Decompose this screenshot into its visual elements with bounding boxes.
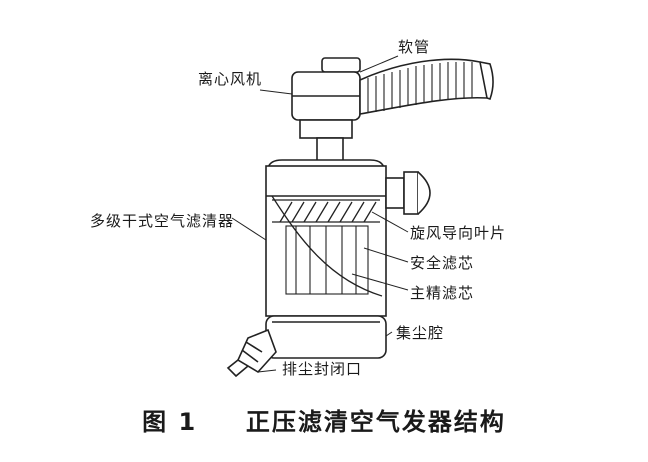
label-hose: 软管 <box>398 38 431 56</box>
blower-cap <box>321 57 361 73</box>
label-blower: 离心风机 <box>198 70 263 88</box>
label-vanes: 旋风导向叶片 <box>410 224 507 242</box>
label-dust-outlet: 排尘封闭口 <box>282 360 363 378</box>
label-safety-core: 安全滤芯 <box>410 254 475 272</box>
figure-number: 图 1 <box>142 408 198 436</box>
label-filter: 多级干式空气滤清器 <box>90 212 235 230</box>
figure-caption: 图 1 正压滤清空气发器结构 <box>0 402 648 437</box>
blower-base <box>299 119 353 139</box>
filter-cores <box>285 225 369 295</box>
label-main-core: 主精滤芯 <box>410 284 475 302</box>
leader-lines <box>231 55 409 373</box>
label-dust-chamber: 集尘腔 <box>396 324 445 342</box>
figure-title: 正压滤清空气发器结构 <box>245 408 506 436</box>
dust-outlet-valve <box>226 328 277 378</box>
flexible-hose <box>359 58 494 115</box>
side-inlet <box>385 177 405 209</box>
